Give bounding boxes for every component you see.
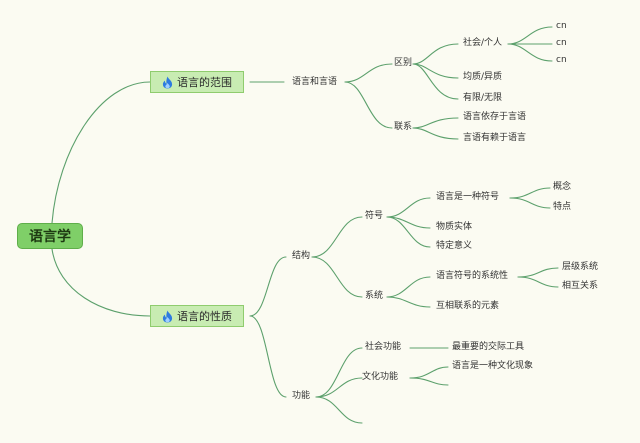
connector-structure-system	[311, 256, 363, 298]
node-function[interactable]: 功能	[292, 391, 311, 401]
main-node-scope[interactable]: 语言的范围	[150, 71, 244, 93]
connector-social-cn3	[507, 43, 553, 62]
node-concept[interactable]: 概念	[553, 182, 572, 192]
node-cultural-function[interactable]: 文化功能	[362, 372, 399, 382]
node-relation[interactable]: 联系	[394, 122, 413, 132]
node-feature[interactable]: 特点	[553, 202, 572, 212]
connector-relation-item2	[412, 127, 459, 140]
node-cn-1[interactable]: cn	[556, 21, 567, 31]
connector-kind-concept	[509, 187, 551, 199]
node-material-entity[interactable]: 物质实体	[436, 222, 473, 232]
connector-branch2-structure	[249, 256, 287, 317]
connector-langspeech-relation	[344, 81, 393, 129]
node-communication-tool[interactable]: 最重要的交际工具	[452, 342, 525, 352]
connector-system-elements	[386, 296, 431, 308]
connector-social-cn1	[507, 26, 553, 45]
node-systemic[interactable]: 语言符号的系统性	[436, 271, 509, 281]
node-symbol[interactable]: 符号	[365, 211, 384, 221]
connector-function-social	[315, 347, 363, 398]
connector-culture-item1	[409, 366, 449, 379]
connector-branch2-function	[249, 315, 287, 398]
main-node-nature[interactable]: 语言的性质	[150, 305, 244, 327]
node-interrelated-elements[interactable]: 互相联系的元素	[436, 301, 500, 311]
connector-langspeech-diff	[344, 63, 393, 83]
node-social-function[interactable]: 社会功能	[365, 342, 402, 352]
node-uniform[interactable]: 均质/异质	[463, 72, 503, 82]
connector-root-branch2	[51, 248, 151, 317]
main-node-nature-label: 语言的性质	[177, 310, 232, 323]
root-label: 语言学	[29, 229, 71, 245]
root-node[interactable]: 语言学	[17, 223, 83, 249]
connector-symbol-meaning	[386, 216, 431, 248]
node-level-system[interactable]: 层级系统	[562, 262, 599, 272]
node-cultural-phenomenon[interactable]: 语言是一种文化现象	[452, 361, 534, 371]
node-cn-3[interactable]: cn	[556, 55, 567, 65]
connector-relation-item1	[412, 117, 459, 129]
connector-function-empty	[315, 396, 363, 424]
node-relation-item-2[interactable]: 言语有赖于语言	[463, 133, 527, 143]
connector-diff-social	[412, 43, 459, 65]
flame-icon	[162, 310, 173, 322]
connector-diff-limit	[412, 63, 459, 100]
node-mutual-relation[interactable]: 相互关系	[562, 281, 599, 291]
node-specific-meaning[interactable]: 特定意义	[436, 241, 473, 251]
node-structure[interactable]: 结构	[292, 251, 311, 261]
node-relation-item-1[interactable]: 语言依存于言语	[463, 112, 527, 122]
node-cn-2[interactable]: cn	[556, 38, 567, 48]
connector-systemic-level	[517, 267, 559, 278]
node-language-is-symbol[interactable]: 语言是一种符号	[436, 192, 500, 202]
connector-root-branch1	[51, 81, 151, 224]
node-limit[interactable]: 有限/无限	[463, 93, 503, 103]
node-social-individual[interactable]: 社会/个人	[463, 38, 503, 48]
main-node-scope-label: 语言的范围	[177, 76, 232, 89]
connector-system-systemic	[386, 276, 431, 298]
flame-icon	[162, 76, 173, 88]
connector-kind-feature	[509, 197, 551, 209]
connector-symbol-kind	[386, 197, 431, 218]
connector-function-culture	[315, 377, 363, 398]
node-difference[interactable]: 区别	[394, 58, 413, 68]
connector-systemic-relation	[517, 276, 559, 288]
connector-culture-item2	[409, 377, 449, 386]
connector-structure-symbol	[311, 216, 363, 258]
node-system[interactable]: 系统	[365, 291, 384, 301]
node-language-and-speech[interactable]: 语言和言语	[292, 77, 338, 87]
